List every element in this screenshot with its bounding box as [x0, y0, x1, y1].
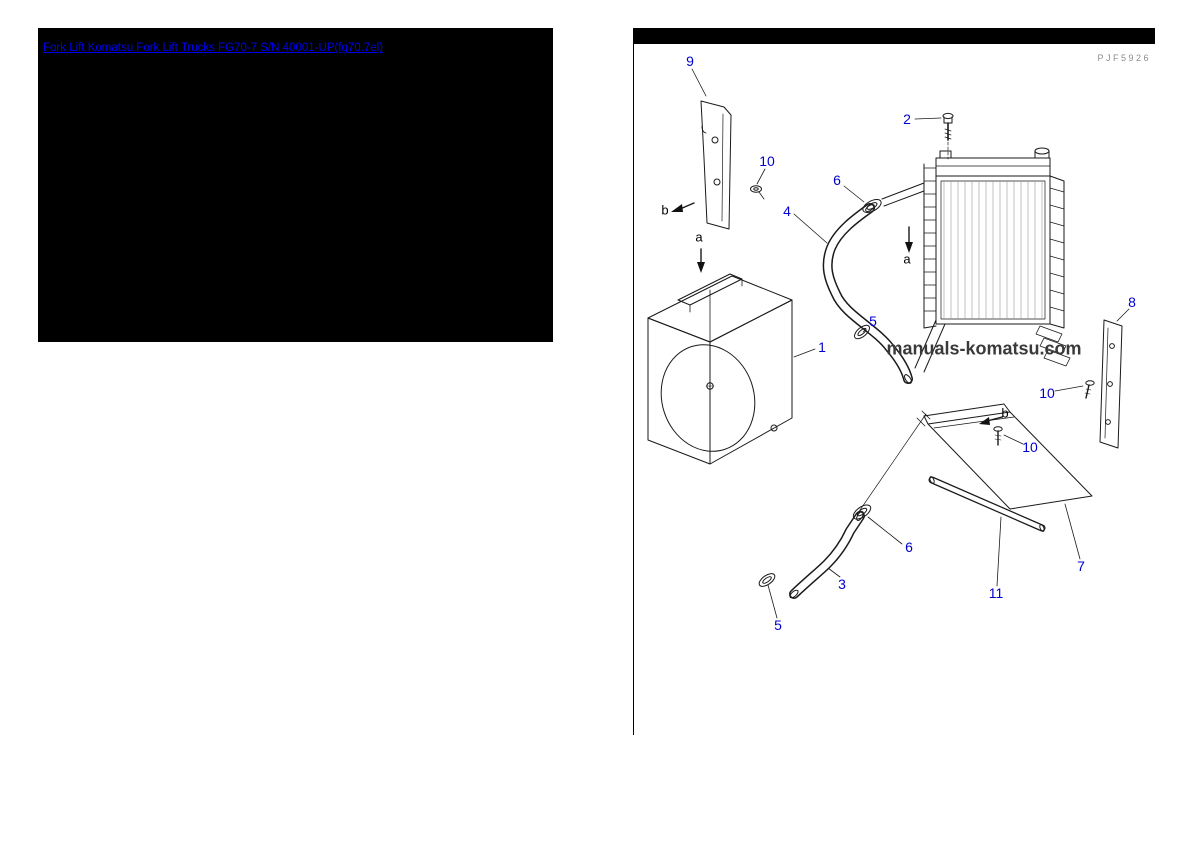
callout-2: 2 — [903, 111, 911, 127]
callout-5: 5 — [869, 313, 877, 329]
callout-b: b — [661, 202, 669, 218]
callout-a: a — [695, 229, 703, 245]
diagram-top-bar — [634, 28, 1155, 44]
locating-line — [859, 413, 927, 511]
callout-11: 11 — [988, 585, 1004, 601]
diagram-panel callout-layer: PJF5926 manuals-komatsu.com 9 2 10 6 4 b a a 8 5 1… — [633, 28, 1155, 735]
breadcrumb-link[interactable]: Fork Lift Komatsu Fork Lift Trucks FG70-… — [43, 42, 384, 54]
callout-6: 6 — [833, 172, 841, 188]
callout-b: b — [1001, 405, 1009, 421]
screw-mid-part — [993, 426, 1003, 446]
parts-list-panel: Fork Lift Komatsu Fork Lift Trucks FG70-… — [38, 28, 553, 342]
bracket-part — [700, 100, 732, 230]
callout-6: 6 — [905, 539, 913, 555]
view-arrows — [671, 202, 1003, 427]
screw-right-part — [1084, 380, 1095, 399]
callout-8: 8 — [1128, 294, 1136, 310]
pipe-part — [928, 476, 1046, 532]
plate-code: PJF5926 — [1097, 53, 1151, 63]
fan-shroud-part — [647, 273, 793, 465]
radiator-part — [881, 147, 1071, 373]
callout-9: 9 — [686, 53, 694, 69]
callout-7: 7 — [1077, 558, 1085, 574]
clip-part — [750, 185, 765, 200]
leader-lines — [691, 68, 1130, 619]
callout-5: 5 — [774, 617, 782, 633]
clamp-5-top — [854, 324, 870, 340]
clamp-6-top — [862, 199, 882, 213]
bolt-part — [942, 112, 954, 160]
callout-10: 10 — [1039, 385, 1055, 401]
plate-part — [1099, 319, 1123, 449]
callout-4: 4 — [783, 203, 791, 219]
lower-hose-part — [789, 511, 865, 599]
parts-diagram — [647, 68, 1130, 619]
callout-10: 10 — [1022, 439, 1038, 455]
guard-part — [923, 403, 1093, 510]
callout-1: 1 — [818, 339, 826, 355]
callout-3: 3 — [838, 576, 846, 592]
watermark: manuals-komatsu.com — [886, 338, 1082, 359]
callout-a: a — [903, 251, 911, 267]
clamp-5-bottom — [758, 573, 776, 587]
callout-10: 10 — [759, 153, 775, 169]
upper-hose-part — [822, 203, 913, 384]
clamp-6-bottom — [852, 504, 872, 520]
